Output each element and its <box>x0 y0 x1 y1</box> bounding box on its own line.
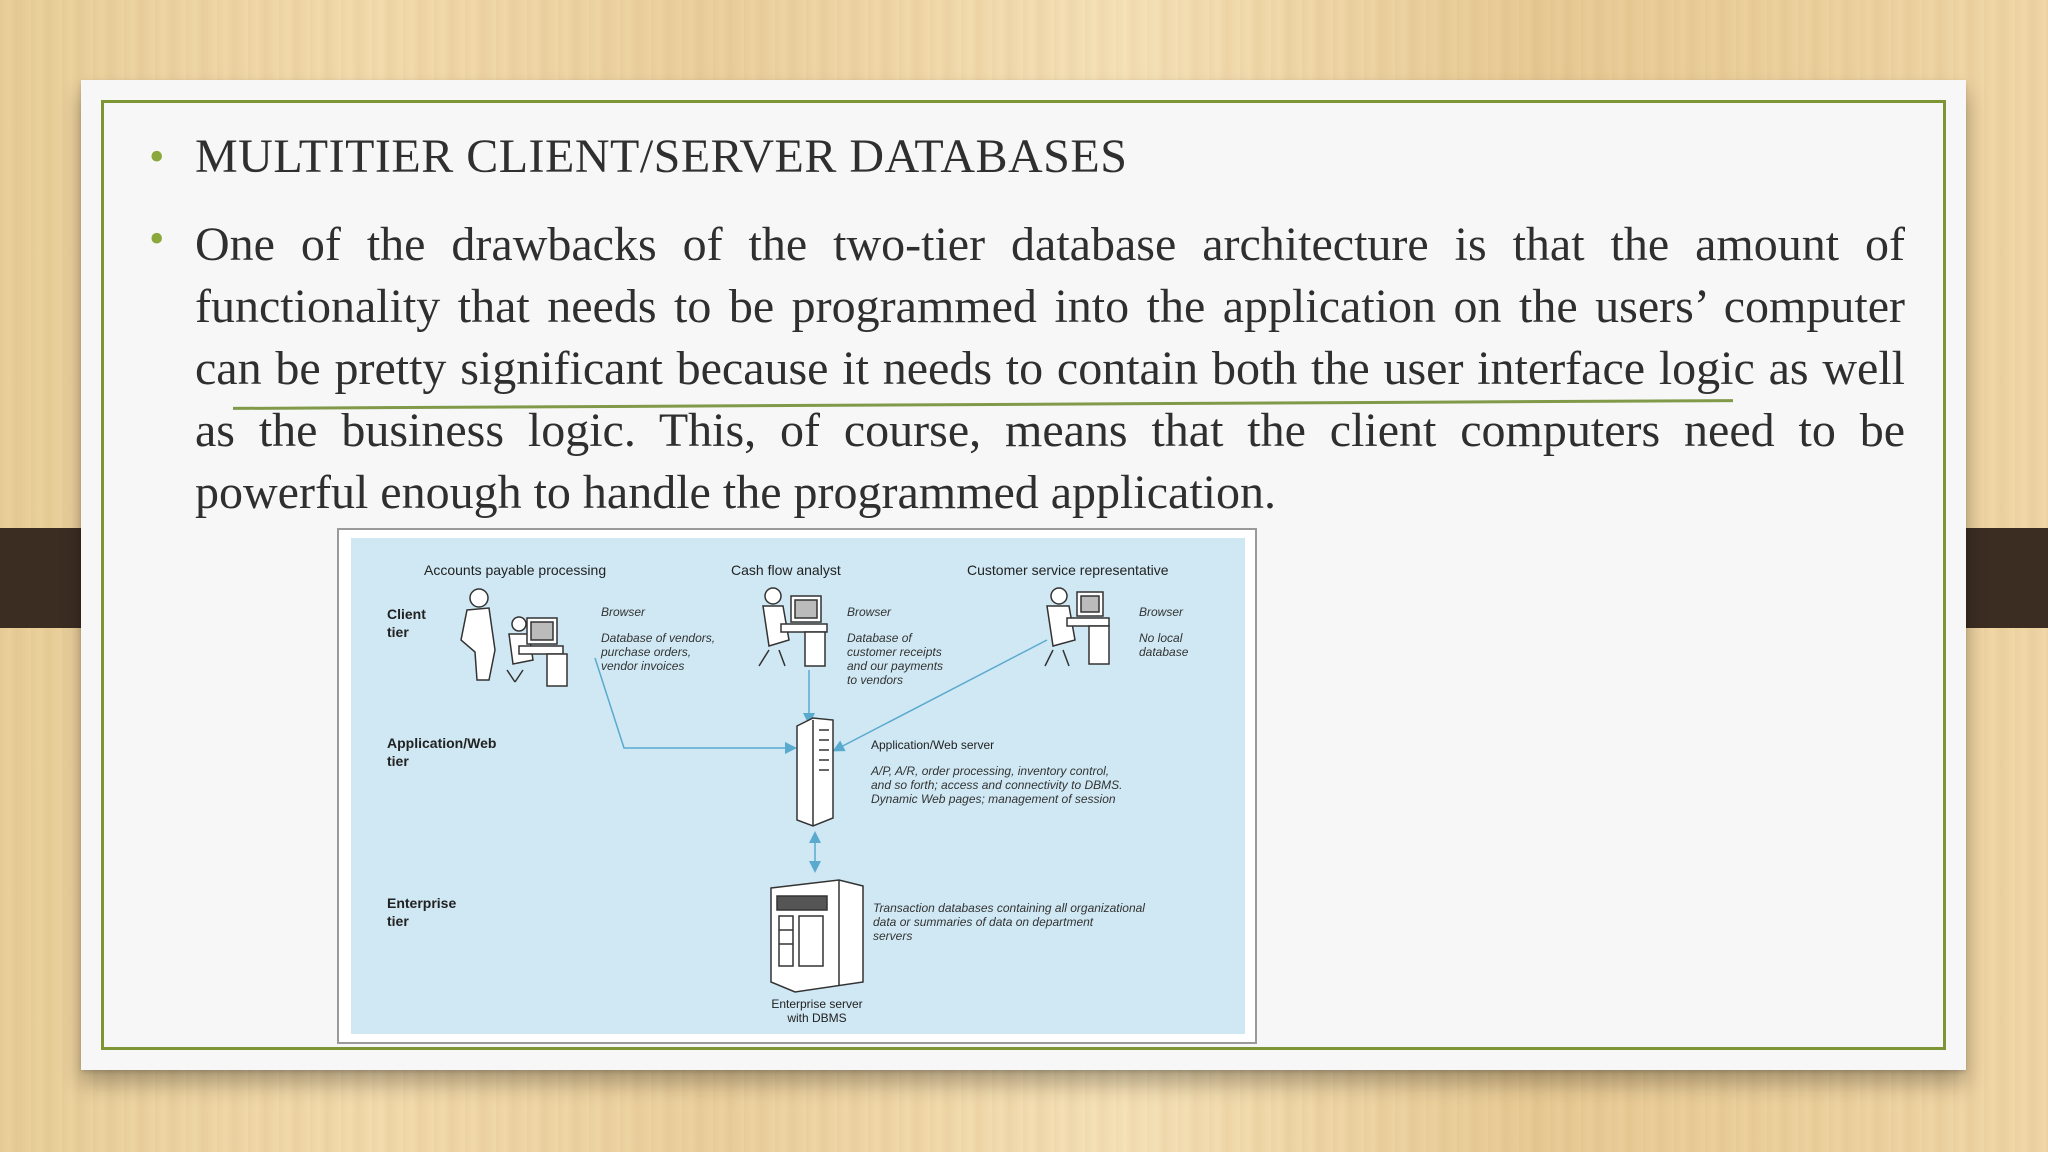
enterprise-note-line: data or summaries of data on department <box>873 915 1094 929</box>
slide-card: • MULTITIER CLIENT/SERVER DATABASES • On… <box>81 80 1966 1070</box>
role-accounts-payable: Accounts payable processing <box>424 562 606 578</box>
bullet-icon: • <box>149 132 165 181</box>
client2-note-line: Database of <box>847 631 913 645</box>
bullet-icon: • <box>149 214 165 263</box>
enterprise-note-line: Transaction databases containing all org… <box>873 901 1145 915</box>
client3-note-line: database <box>1139 645 1189 659</box>
app-server-line: and so forth; access and connectivity to… <box>871 778 1122 792</box>
bullet-paragraph-row: • One of the drawbacks of the two-tier d… <box>149 210 1905 524</box>
bullet-title-row: • MULTITIER CLIENT/SERVER DATABASES <box>149 128 1127 186</box>
client2-note-line: customer receipts <box>847 645 942 659</box>
workstation-accounts-icon <box>460 588 568 687</box>
role-customer-service: Customer service representative <box>967 562 1169 578</box>
tier-app-line1: Application/Web <box>387 735 496 751</box>
enterprise-note-line: servers <box>873 929 912 943</box>
arrow-client1-to-app <box>594 657 797 754</box>
workstation-cashflow-icon <box>758 587 828 667</box>
tier-app-line2: tier <box>387 753 409 769</box>
app-server-title: Application/Web server <box>871 738 994 752</box>
client1-note-line: Database of vendors, <box>601 631 715 645</box>
client2-note-title: Browser <box>847 605 892 619</box>
app-server-line: A/P, A/R, order processing, inventory co… <box>870 764 1109 778</box>
workstation-customer-service-icon <box>1044 587 1110 667</box>
client2-note-line: and our payments <box>847 659 943 673</box>
client1-note-line: purchase orders, <box>600 645 691 659</box>
tier-enterprise-line2: tier <box>387 913 409 929</box>
enterprise-server-label: Enterprise server <box>771 997 862 1011</box>
slide-title: MULTITIER CLIENT/SERVER DATABASES <box>195 130 1128 183</box>
tier-client-line1: Client <box>387 606 426 622</box>
enterprise-server-icon <box>770 879 864 993</box>
tier-enterprise-line1: Enterprise <box>387 895 456 911</box>
tier-client-line2: tier <box>387 624 409 640</box>
arrow-client3-to-app <box>832 639 1048 752</box>
architecture-diagram: Accounts payable processing Cash flow an… <box>337 528 1257 1044</box>
enterprise-server-label: with DBMS <box>786 1011 846 1025</box>
architecture-diagram-svg: Accounts payable processing Cash flow an… <box>351 538 1245 1034</box>
client1-note-line: vendor invoices <box>601 659 684 673</box>
client3-note-title: Browser <box>1139 605 1184 619</box>
app-server-line: Dynamic Web pages; management of session <box>871 792 1116 806</box>
slide-paragraph: One of the drawbacks of the two-tier dat… <box>195 218 1905 519</box>
role-cash-flow: Cash flow analyst <box>731 562 841 578</box>
application-server-icon <box>796 717 834 827</box>
client2-note-line: to vendors <box>847 673 903 687</box>
client1-note-title: Browser <box>601 605 646 619</box>
client3-note-line: No local <box>1139 631 1183 645</box>
slide-frame <box>101 100 1946 1050</box>
